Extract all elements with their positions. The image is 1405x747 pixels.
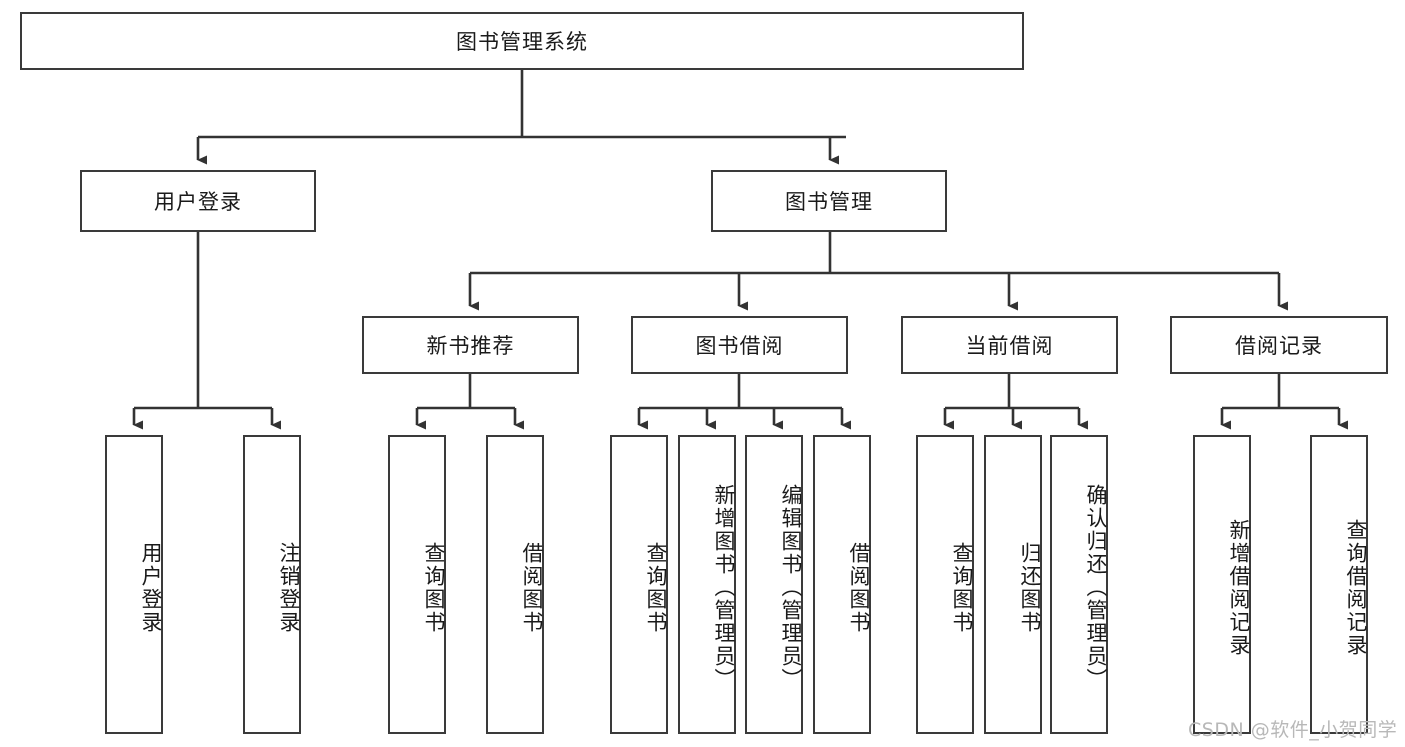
node-leaf-confirm-return[interactable]: 确认归还（管理员） — [1050, 435, 1108, 734]
node-leaf-query-record-label: 查询借阅记录 — [1344, 518, 1368, 657]
node-user-login-label: 用户登录 — [154, 190, 242, 214]
node-book-manage-label: 图书管理 — [785, 190, 873, 214]
node-leaf-logout-label: 注销登录 — [277, 541, 301, 634]
node-user-login[interactable]: 用户登录 — [80, 170, 316, 232]
node-leaf-borrow-book-rec[interactable]: 借阅图书 — [486, 435, 544, 734]
node-leaf-return-book[interactable]: 归还图书 — [984, 435, 1042, 734]
node-leaf-query-book-borrow-label: 查询图书 — [644, 541, 668, 634]
node-book-manage[interactable]: 图书管理 — [711, 170, 947, 232]
node-leaf-borrow-book[interactable]: 借阅图书 — [813, 435, 871, 734]
node-leaf-confirm-return-label: 确认归还（管理员） — [1084, 484, 1108, 691]
node-leaf-logout[interactable]: 注销登录 — [243, 435, 301, 734]
node-current-borrow[interactable]: 当前借阅 — [901, 316, 1118, 374]
node-leaf-edit-book-label: 编辑图书（管理员） — [779, 484, 803, 691]
watermark-text: CSDN @软件_小贺同学 — [1188, 719, 1398, 741]
node-leaf-query-book-cur[interactable]: 查询图书 — [916, 435, 974, 734]
node-root-label: 图书管理系统 — [456, 30, 588, 54]
node-leaf-borrow-book-label: 借阅图书 — [847, 541, 871, 634]
node-leaf-return-book-label: 归还图书 — [1018, 541, 1042, 634]
node-leaf-query-book-borrow[interactable]: 查询图书 — [610, 435, 668, 734]
node-leaf-user-login-label: 用户登录 — [139, 541, 163, 634]
node-root[interactable]: 图书管理系统 — [20, 12, 1024, 70]
node-leaf-add-record[interactable]: 新增借阅记录 — [1193, 435, 1251, 734]
node-new-book-rec-label: 新书推荐 — [426, 334, 515, 358]
node-leaf-query-book-cur-label: 查询图书 — [950, 541, 974, 634]
node-leaf-query-book-rec-label: 查询图书 — [422, 541, 446, 634]
node-leaf-add-record-label: 新增借阅记录 — [1227, 518, 1251, 657]
node-borrow-record-label: 借阅记录 — [1235, 334, 1323, 358]
node-leaf-query-book-rec[interactable]: 查询图书 — [388, 435, 446, 734]
node-leaf-edit-book[interactable]: 编辑图书（管理员） — [745, 435, 803, 734]
node-book-borrow-label: 图书借阅 — [695, 334, 784, 358]
node-new-book-rec[interactable]: 新书推荐 — [362, 316, 579, 374]
node-leaf-add-book-label: 新增图书（管理员） — [712, 484, 736, 691]
node-current-borrow-label: 当前借阅 — [965, 334, 1054, 358]
node-leaf-user-login[interactable]: 用户登录 — [105, 435, 163, 734]
node-leaf-borrow-book-rec-label: 借阅图书 — [520, 541, 544, 634]
node-book-borrow[interactable]: 图书借阅 — [631, 316, 848, 374]
node-leaf-query-record[interactable]: 查询借阅记录 — [1310, 435, 1368, 734]
node-borrow-record[interactable]: 借阅记录 — [1170, 316, 1388, 374]
node-leaf-add-book[interactable]: 新增图书（管理员） — [678, 435, 736, 734]
